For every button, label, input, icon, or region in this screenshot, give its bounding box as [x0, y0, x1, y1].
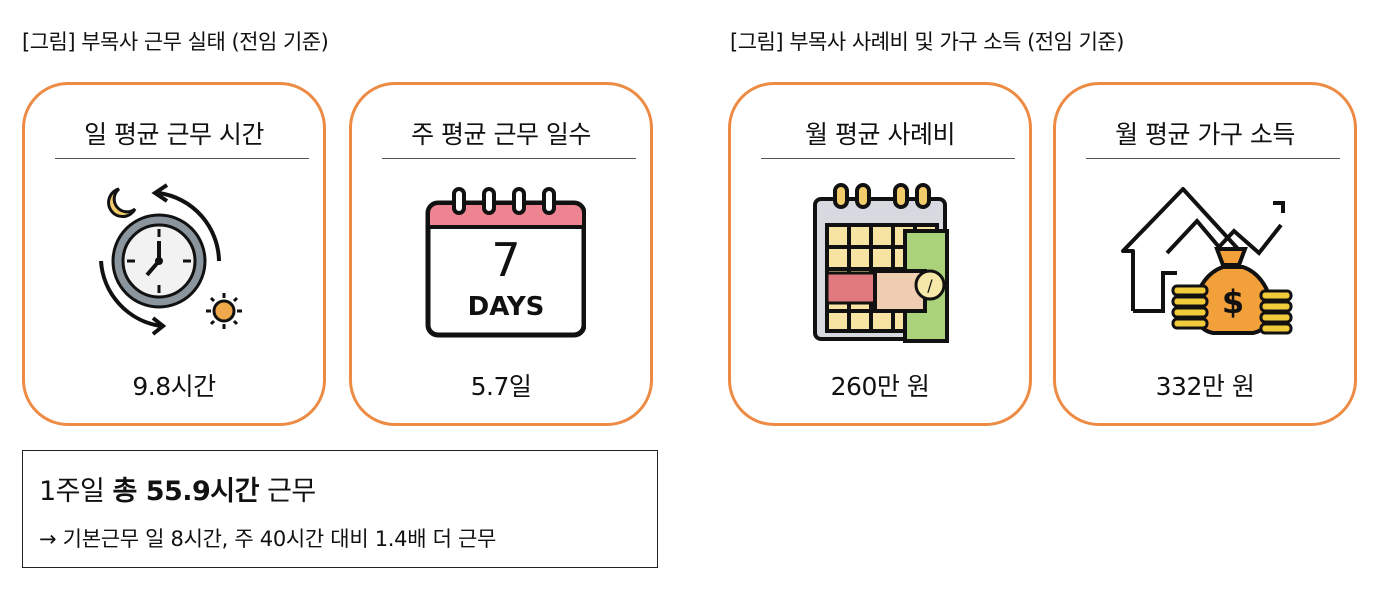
summary-box: 1주일 총 55.9시간 근무 → 기본근무 일 8시간, 주 40시간 대비 … — [22, 450, 658, 568]
summary-prefix: 1주일 — [39, 476, 113, 507]
card-value: 332만 원 — [1155, 372, 1255, 401]
summary-total-hours: 총 55.9시간 — [112, 476, 259, 507]
card-value: 5.7일 — [470, 372, 532, 401]
card-title: 주 평균 근무 일수 — [411, 120, 591, 149]
house-money-bag-icon: $ — [1056, 181, 1354, 346]
calendar-salary-icon: / — [731, 181, 1029, 346]
card-daily-hours: 일 평균 근무 시간 9.8시간 — [22, 82, 326, 426]
svg-text:$: $ — [1222, 283, 1244, 321]
section-title-income: [그림] 부목사 사례비 및 가구 소득 (전임 기준) — [730, 30, 1124, 54]
card-title: 월 평균 가구 소득 — [1115, 120, 1295, 149]
divider — [55, 158, 309, 159]
calendar-days-label: DAYS — [468, 292, 545, 322]
divider — [382, 158, 636, 159]
card-household-income: 월 평균 가구 소득 $ 332만 원 — [1053, 82, 1357, 426]
svg-text:/: / — [927, 276, 933, 295]
card-title: 월 평균 사례비 — [805, 120, 955, 149]
summary-detail: → 기본근무 일 8시간, 주 40시간 대비 1.4배 더 근무 — [39, 527, 497, 551]
calendar-7-days-icon: 7 DAYS — [352, 181, 650, 346]
divider — [1086, 158, 1340, 159]
divider — [761, 158, 1015, 159]
card-value: 9.8시간 — [132, 372, 216, 401]
clock-day-night-icon — [25, 181, 323, 346]
calendar-number: 7 — [491, 233, 520, 287]
card-value: 260만 원 — [830, 372, 930, 401]
card-monthly-salary: 월 평균 사례비 / 260만 원 — [728, 82, 1032, 426]
card-title: 일 평균 근무 시간 — [84, 120, 264, 149]
summary-suffix: 근무 — [259, 476, 316, 507]
card-weekly-days: 주 평균 근무 일수 7 DAYS 5.7일 — [349, 82, 653, 426]
summary-headline: 1주일 총 55.9시간 근무 — [39, 469, 316, 508]
section-title-work: [그림] 부목사 근무 실태 (전임 기준) — [22, 30, 329, 54]
